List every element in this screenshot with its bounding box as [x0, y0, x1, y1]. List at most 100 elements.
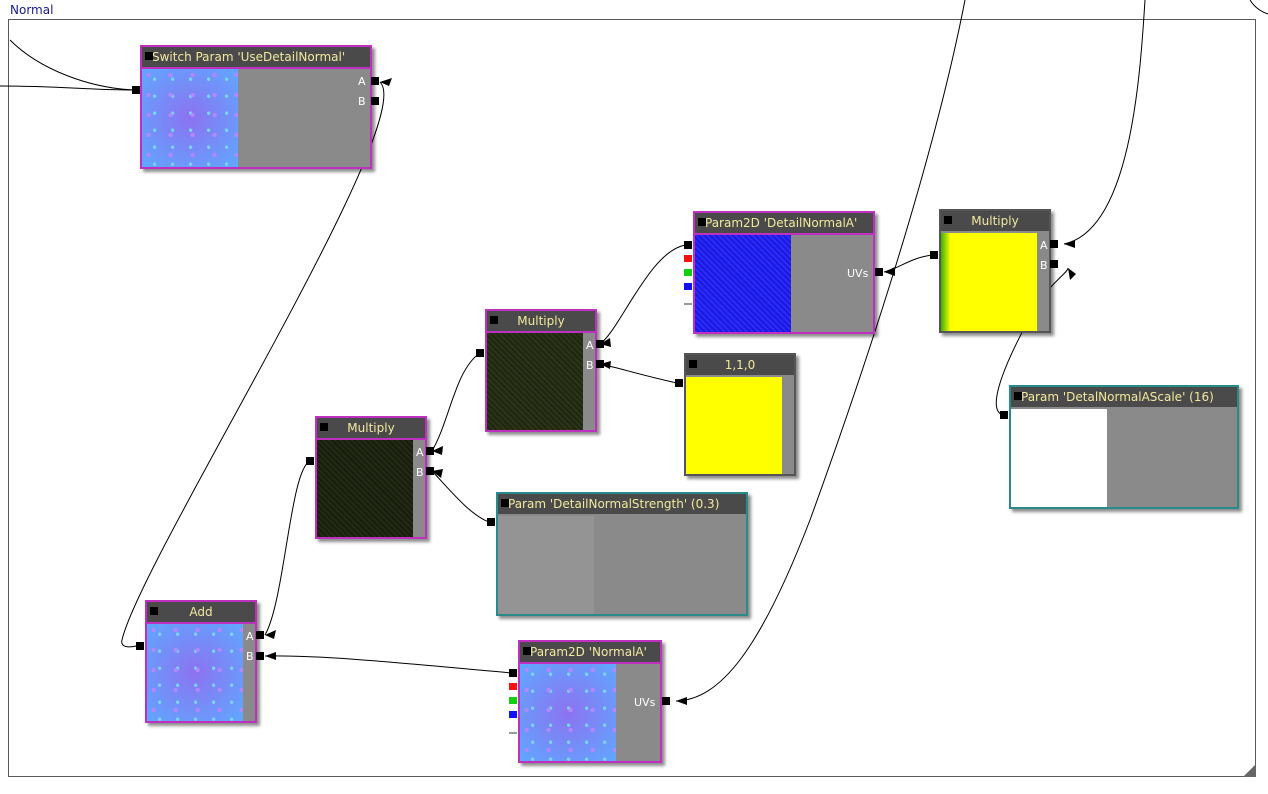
uvs-label: UVs [847, 267, 869, 280]
node-header[interactable]: Param2D 'NormalA' [520, 642, 660, 662]
node-header[interactable]: Param2D 'DetailNormalA' [695, 213, 873, 233]
wire-top-left-curve [9, 39, 135, 91]
node-toggle-icon[interactable] [523, 647, 531, 655]
param-scale-output-pin[interactable] [1000, 411, 1008, 419]
param2d-detail-output-pin[interactable] [684, 241, 692, 249]
wire-mul-top-to-mul-mid [431, 352, 481, 452]
node-title: Add [189, 605, 213, 619]
uvs-label: UVs [634, 696, 656, 709]
add-node[interactable]: Add A B [145, 600, 257, 723]
node-toggle-icon[interactable] [698, 218, 706, 226]
input-b-label: B [1040, 259, 1048, 272]
switch-input-a-pin[interactable] [371, 77, 379, 85]
input-a-label: A [246, 630, 254, 643]
header-separator [695, 233, 873, 235]
node-title: Param 'DetailNormalStrength' (0.3) [508, 497, 720, 511]
node-toggle-icon[interactable] [501, 499, 509, 507]
wire-top-to-normal-uvs [675, 0, 966, 702]
node-title: Multiply [517, 314, 565, 328]
wire-const-to-mul-top [599, 363, 678, 384]
switch-input-b-pin[interactable] [371, 97, 379, 105]
multiply-right-input-b-pin[interactable] [1050, 260, 1058, 268]
node-header[interactable]: Switch Param 'UseDetailNormal' [142, 47, 370, 67]
multiply-top-input-b-pin[interactable] [596, 360, 604, 368]
node-header[interactable]: Multiply [317, 418, 425, 438]
node-preview-image [1011, 409, 1107, 507]
add-input-b-pin[interactable] [256, 652, 264, 660]
node-preview-image [686, 377, 782, 474]
param2d-detailnormala-node[interactable]: Param2D 'DetailNormalA' UVs [693, 211, 875, 334]
param2d-detail-uvs-pin[interactable] [875, 268, 883, 276]
node-preview-image [498, 516, 594, 614]
wire-normal-to-add [264, 655, 513, 674]
param-detalnormalascale-node[interactable]: Param 'DetalNormalAScale' (16) [1009, 385, 1239, 509]
node-preview-image [695, 235, 791, 332]
multiply-right-output-pin[interactable] [930, 251, 938, 259]
node-toggle-icon[interactable] [320, 423, 328, 431]
multiply-mid-output-pin[interactable] [306, 457, 314, 465]
channel-g-pin[interactable] [684, 269, 692, 276]
switch-param-node[interactable]: Switch Param 'UseDetailNormal' A B [140, 45, 372, 169]
node-title: 1,1,0 [724, 358, 756, 372]
add-input-a-pin[interactable] [256, 631, 264, 639]
channel-a-pin[interactable] [684, 303, 692, 305]
constant-output-pin[interactable] [675, 379, 683, 387]
header-separator [142, 67, 370, 69]
node-toggle-icon[interactable] [490, 316, 498, 324]
param-strength-output-pin[interactable] [487, 518, 495, 526]
input-a-label: A [586, 339, 594, 352]
wire-mul-mid-to-add [264, 460, 311, 636]
node-toggle-icon[interactable] [150, 607, 158, 615]
node-toggle-icon[interactable] [1014, 392, 1022, 400]
param2d-normal-output-pin[interactable] [509, 669, 517, 677]
node-preview-image [520, 664, 616, 761]
input-a-label: A [416, 446, 424, 459]
node-toggle-icon[interactable] [145, 52, 153, 60]
channel-b-pin[interactable] [509, 711, 517, 718]
multiply-node-top[interactable]: Multiply A B [485, 309, 597, 432]
channel-b-pin[interactable] [684, 283, 692, 290]
multiply-node-right[interactable]: Multiply A B [939, 209, 1051, 333]
node-title: Param2D 'DetailNormalA' [705, 216, 858, 230]
node-title: Multiply [347, 421, 395, 435]
multiply-top-output-pin[interactable] [476, 349, 484, 357]
switch-output-pin[interactable] [132, 86, 140, 94]
header-separator [487, 331, 595, 333]
node-header[interactable]: Multiply [487, 311, 595, 331]
resize-grip[interactable] [1243, 764, 1256, 777]
window-title: Normal [10, 3, 54, 17]
input-b-label: B [416, 466, 424, 479]
multiply-mid-input-a-pin[interactable] [426, 447, 434, 455]
add-output-pin[interactable] [136, 642, 144, 650]
param-detailnormalstrength-node[interactable]: Param 'DetailNormalStrength' (0.3) [496, 492, 748, 616]
multiply-mid-input-b-pin[interactable] [426, 467, 434, 475]
node-header[interactable]: Param 'DetalNormalAScale' (16) [1011, 387, 1237, 407]
node-header[interactable]: Param 'DetailNormalStrength' (0.3) [498, 494, 746, 514]
param2d-normal-uvs-pin[interactable] [662, 697, 670, 705]
wire-top-to-mul-right-a [1063, 0, 1146, 245]
node-preview-image [487, 333, 583, 430]
multiply-top-input-a-pin[interactable] [596, 340, 604, 348]
header-separator [317, 438, 425, 440]
node-title: Param 'DetalNormalAScale' (16) [1021, 390, 1214, 404]
node-header[interactable]: 1,1,0 [686, 355, 794, 375]
node-header[interactable]: Add [147, 602, 255, 622]
node-preview-image [142, 69, 238, 167]
param2d-normala-node[interactable]: Param2D 'NormalA' UVs [518, 640, 662, 763]
input-b-label: B [246, 650, 254, 663]
node-toggle-icon[interactable] [689, 360, 697, 368]
header-separator [520, 662, 660, 664]
channel-r-pin[interactable] [509, 683, 517, 690]
node-header[interactable]: Multiply [941, 211, 1049, 231]
wire-strength-to-mul-mid [431, 470, 490, 523]
channel-r-pin[interactable] [684, 255, 692, 262]
node-title: Switch Param 'UseDetailNormal' [152, 50, 346, 64]
node-title: Multiply [971, 214, 1019, 228]
channel-a-pin[interactable] [509, 732, 517, 734]
channel-g-pin[interactable] [509, 697, 517, 704]
input-b-label: B [358, 95, 366, 108]
multiply-right-input-a-pin[interactable] [1050, 240, 1058, 248]
constant-node[interactable]: 1,1,0 [684, 353, 796, 476]
multiply-node-mid[interactable]: Multiply A B [315, 416, 427, 539]
node-toggle-icon[interactable] [944, 216, 952, 224]
